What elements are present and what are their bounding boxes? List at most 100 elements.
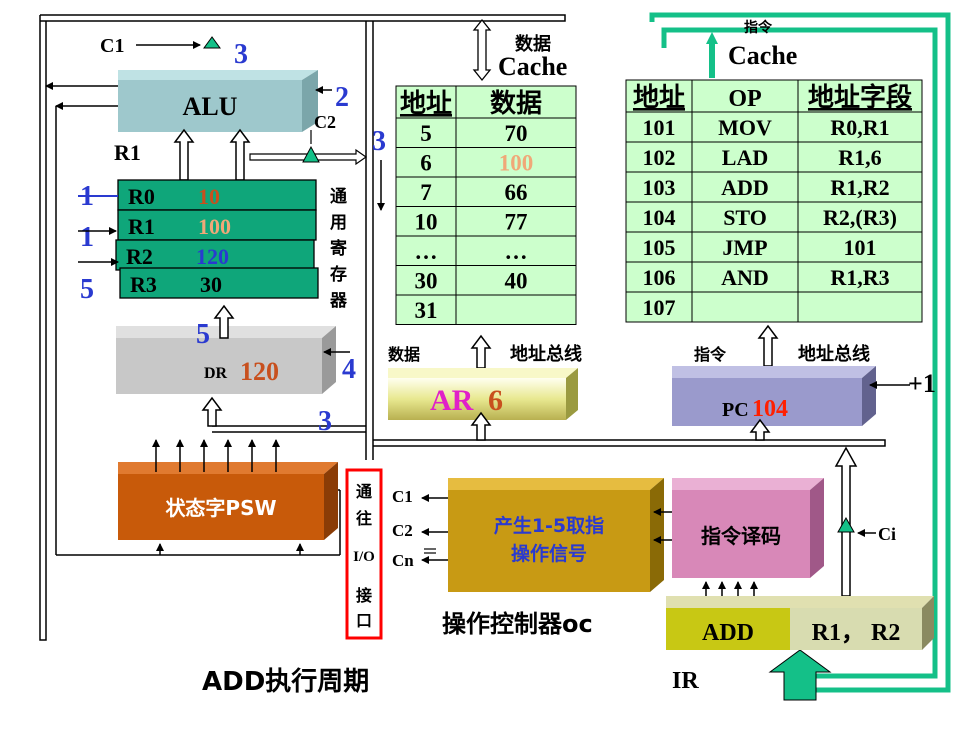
data-cache-header-data: 数据	[490, 89, 542, 119]
cell: 105	[643, 235, 676, 260]
cell-addr: 6	[420, 151, 432, 176]
alu-step-3: 3	[234, 39, 248, 70]
green-loop	[649, 12, 951, 693]
cell-addr: 10	[415, 210, 438, 235]
cell-data: …	[505, 239, 528, 264]
ir-address: R1， R2	[812, 620, 901, 646]
ir-input-arrow	[768, 649, 832, 701]
c2-gate-icon	[302, 145, 320, 163]
register-value: 10	[198, 184, 220, 209]
r2-step-5: 5	[80, 274, 94, 305]
cell: STO	[723, 205, 767, 230]
svg-text:通: 通	[356, 482, 372, 501]
ar-label: AR	[430, 384, 474, 417]
svg-text:口: 口	[356, 611, 372, 630]
pc-block	[672, 366, 876, 426]
dr-step-5: 5	[196, 319, 210, 350]
inst-cache-row: 107	[625, 291, 923, 323]
pc-value: 104	[752, 396, 788, 422]
svg-text:存: 存	[330, 264, 347, 285]
ir-caption: IR	[672, 668, 699, 694]
cell: 101	[643, 115, 676, 140]
cell-addr: …	[415, 239, 438, 264]
ar-block	[388, 368, 578, 420]
alu-step-2: 2	[335, 82, 349, 113]
dr-block	[116, 326, 336, 394]
ci-label: Ci	[878, 524, 896, 544]
cache-up-arrow	[706, 32, 718, 44]
alu-block	[118, 70, 318, 132]
svg-text:往: 往	[356, 509, 372, 528]
pc-label: PC	[722, 399, 749, 421]
svg-text:器: 器	[329, 291, 348, 311]
svg-text:I/O: I/O	[353, 549, 375, 565]
cell-data: 70	[505, 121, 528, 146]
cell-addr: 31	[415, 298, 438, 323]
cell: JMP	[722, 235, 767, 260]
inst-cache-title: Cache	[728, 41, 797, 70]
register-side-label: 通 用 寄 存 器	[329, 187, 348, 311]
register-name: R3	[130, 272, 157, 297]
oc-text-line2: 操作信号	[511, 542, 587, 565]
reg-to-alu-arrows	[173, 128, 251, 181]
cell: AND	[721, 265, 769, 290]
oc-c2-label: C2	[392, 521, 413, 540]
psw-input-arrows	[152, 439, 280, 472]
bus-lines	[39, 14, 886, 641]
c1-gate-icon	[203, 36, 221, 49]
register-value: 120	[196, 244, 229, 269]
psw-label: 状态字PSW	[165, 496, 276, 520]
data-cache-row: 5 70	[395, 117, 577, 148]
oc-c1-label: C1	[392, 487, 413, 506]
right-address-bus-label: 地址总线	[798, 343, 870, 365]
inst-cache-header: OP	[728, 86, 761, 112]
cell-data: 40	[505, 269, 528, 294]
left-address-bus-label: 地址总线	[510, 343, 582, 365]
r1-caption: R1	[114, 140, 141, 165]
cell: 102	[643, 145, 676, 170]
oc-cn-label: Cn	[392, 551, 414, 570]
data-cache-bidir-arrow	[472, 18, 492, 82]
cell-data: 66	[505, 180, 528, 205]
ar-value: 6	[488, 384, 503, 417]
diagram-title: ADD执行周期	[202, 666, 369, 697]
cell: R1,R2	[830, 175, 889, 200]
cache-up-shaft	[709, 44, 715, 78]
decoder-input-arrows	[702, 581, 758, 596]
data-cache-top-label: 数据	[515, 33, 551, 55]
cell: 104	[643, 205, 676, 230]
svg-text:通: 通	[330, 187, 347, 207]
svg-text:用: 用	[330, 213, 347, 233]
cell: R1,6	[838, 145, 881, 170]
cell: R1,R3	[830, 265, 889, 290]
oc-block	[448, 478, 664, 592]
cell: 107	[643, 295, 676, 320]
decoder-block	[672, 478, 824, 578]
cell-addr: 5	[420, 121, 432, 146]
dr-value: 120	[240, 357, 279, 386]
data-cache-row: 6 100	[395, 147, 577, 178]
cell-data: 100	[499, 151, 534, 176]
c2-label: C2	[314, 112, 336, 132]
inst-cache-header: 地址	[633, 83, 685, 113]
io-interface-box	[345, 468, 383, 640]
cell: MOV	[718, 115, 772, 140]
inst-cache-top-label: 指令	[744, 19, 773, 36]
register-name: R1	[128, 214, 155, 239]
pc-plus-one: +1	[908, 369, 936, 398]
oc-caption: 操作控制器oc	[442, 610, 593, 638]
ir-opcode: ADD	[702, 620, 754, 646]
